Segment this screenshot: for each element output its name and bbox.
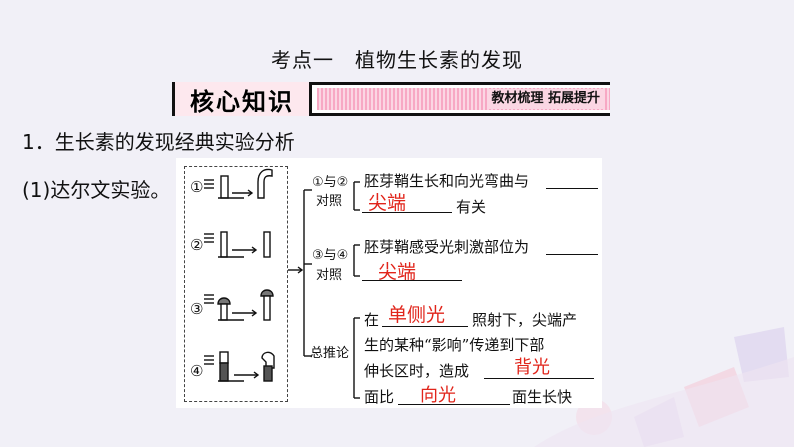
experiment-number-4: ④ — [190, 362, 204, 380]
group-2-label: ③与④ — [312, 248, 349, 263]
statement-2-line-1: 胚芽鞘感受光刺激部位为 — [364, 238, 530, 256]
blank-underline — [382, 326, 468, 327]
diagram-panel — [176, 158, 602, 408]
blank-underline — [484, 378, 594, 379]
experiment-box — [184, 166, 288, 402]
experiment-number-3: ③ — [190, 300, 204, 318]
group-3-label: 总推论 — [310, 346, 350, 361]
experiment-number-1: ① — [190, 178, 204, 196]
statement-3-line-2: 生的某种“影响”传递到下部 — [364, 336, 545, 354]
banner-right-label: 教材梳理 拓展提升 — [487, 89, 604, 109]
background-decoration — [534, 327, 794, 447]
group-1-sublabel: 对照 — [316, 194, 343, 209]
answer-5: 向光 — [420, 385, 456, 406]
section-banner: 核心知识 教材梳理 拓展提升 — [172, 82, 610, 116]
statement-3-line-1: 照射下，尖端产 — [472, 311, 578, 329]
answer-1: 尖端 — [368, 192, 407, 214]
banner-left-label-box: 核心知识 — [172, 82, 312, 116]
group-1-label: ①与② — [312, 175, 349, 190]
group-2-sublabel: 对照 — [316, 268, 343, 283]
statement-3-line-4-prefix: 面比 — [364, 388, 395, 406]
blank-underline — [546, 188, 598, 189]
statement-1-line-2: 有关 — [456, 198, 487, 216]
blank-underline — [398, 404, 510, 405]
blank-underline — [362, 212, 452, 213]
blank-underline — [546, 254, 598, 255]
answer-3: 单侧光 — [388, 304, 446, 326]
page-title: 考点一 植物生长素的发现 — [271, 48, 523, 72]
statement-3-prefix: 在 — [364, 311, 380, 329]
heading-2: (1)达尔文实验。 — [22, 178, 171, 202]
answer-2: 尖端 — [378, 261, 417, 283]
statement-3-line-4-suffix: 面生长快 — [512, 388, 573, 406]
answer-4: 背光 — [514, 357, 550, 378]
banner-left-label: 核心知识 — [190, 87, 294, 116]
heading-1: 1．生长素的发现经典实验分析 — [22, 130, 295, 154]
experiment-number-2: ② — [190, 236, 204, 254]
statement-3-line-3: 伸长区时，造成 — [364, 362, 470, 380]
blank-underline — [362, 280, 462, 281]
statement-1-line-1: 胚芽鞘生长和向光弯曲与 — [364, 172, 530, 190]
